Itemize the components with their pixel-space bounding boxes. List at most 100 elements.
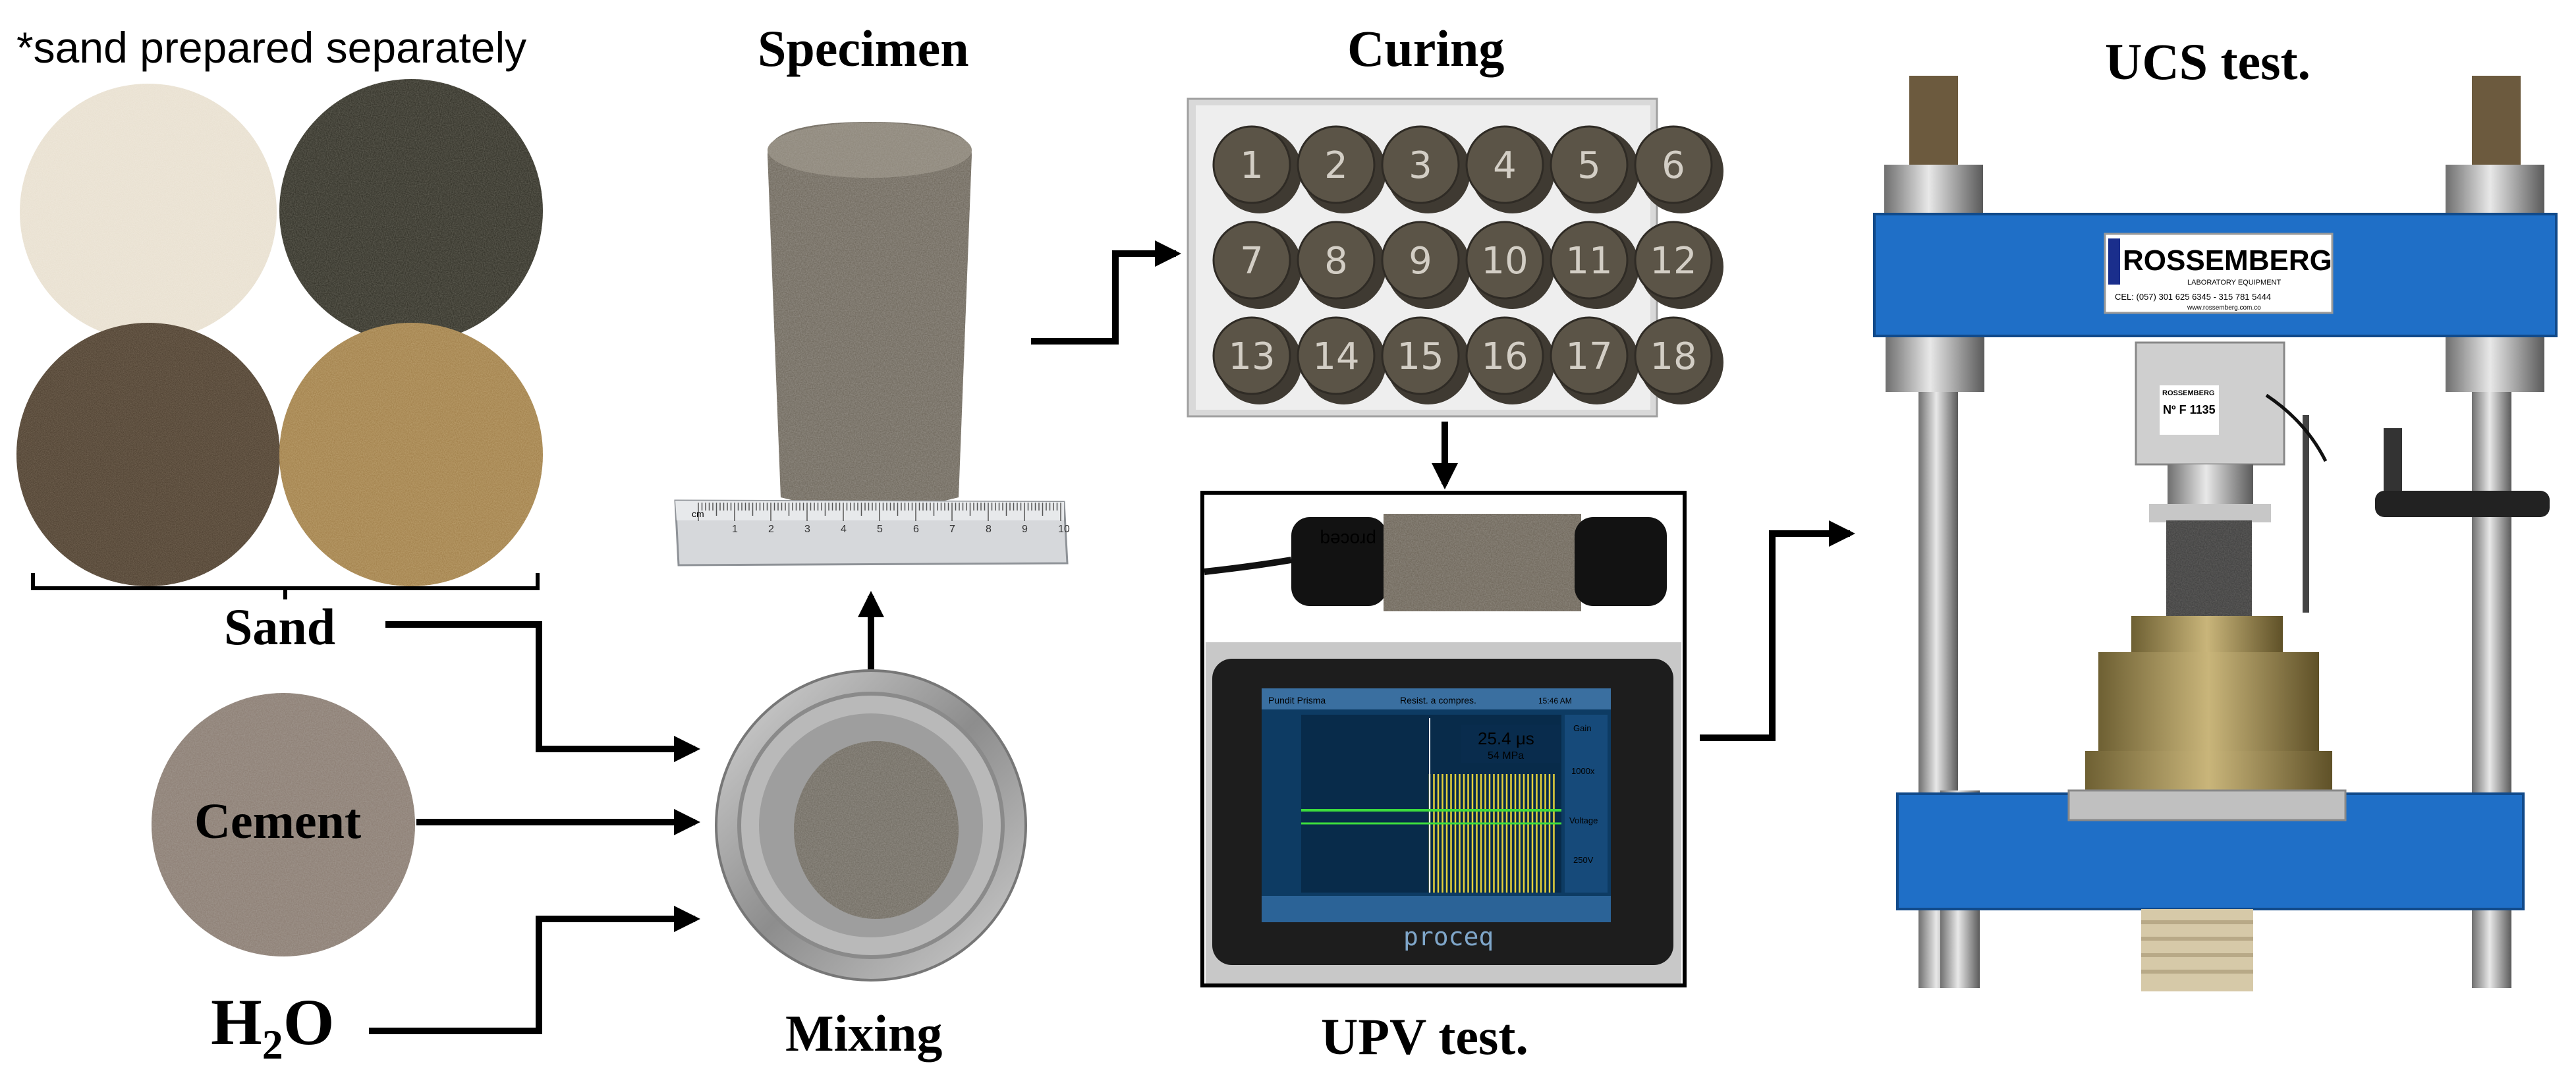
upv-device-brand: proceq	[1403, 922, 1494, 951]
arrow-upv-to-ucs	[1700, 520, 1855, 741]
sand-samples	[16, 79, 543, 586]
ruler-unit: cm	[692, 509, 704, 519]
ruler-number: 7	[949, 524, 955, 535]
curing-cylinder	[1212, 125, 1291, 204]
curing-cylinder	[1381, 221, 1460, 300]
curing-cylinder-number: 16	[1481, 335, 1528, 378]
upv-side-gain: Gain	[1573, 723, 1591, 733]
brand-name: ROSSEMBERG	[2123, 244, 2332, 277]
water-label: H2O	[211, 985, 335, 1068]
curing-label: Curing	[1347, 20, 1504, 77]
curing-cylinder-number: 18	[1650, 335, 1696, 378]
sand-sample-black	[279, 79, 543, 343]
curing-cylinder	[1297, 221, 1376, 300]
curing-cylinder	[1634, 316, 1713, 395]
upv-side-gain-value: 1000x	[1571, 766, 1595, 776]
mixing-label: Mixing	[785, 1005, 942, 1062]
curing-cylinder	[1381, 125, 1460, 204]
arrow-specimen-to-curing	[1031, 240, 1181, 345]
ruler-ticks: 1 2 3 4 5 6 7 8 9 10	[698, 503, 1070, 535]
upv-screen-clock: 15:46 AM	[1538, 696, 1572, 706]
ruler-number: 4	[841, 524, 847, 535]
load-cell-id: Nº F 1135	[2163, 403, 2216, 416]
upv-side-voltage: Voltage	[1569, 816, 1598, 825]
cement-sample	[152, 693, 415, 956]
curing-cylinder	[1297, 125, 1376, 204]
load-cell-brand: ROSSEMBERG	[2162, 389, 2214, 397]
sand-label: Sand	[224, 598, 335, 655]
water-label-o: O	[283, 985, 335, 1059]
curing-cylinder-number: 3	[1409, 144, 1432, 187]
curing-cylinder-number: 1	[1240, 144, 1264, 187]
arrow-water-to-mixing	[369, 906, 700, 1034]
curing-cylinder-number: 7	[1240, 240, 1264, 283]
brand-web: www.rossemberg.com.co	[2187, 304, 2261, 312]
arrow-sand-to-mixing	[385, 621, 700, 762]
curing-cylinder-number: 6	[1662, 144, 1685, 187]
curing-cylinder	[1550, 316, 1629, 395]
bronze-platen	[2098, 652, 2319, 754]
curing-cylinder	[1212, 221, 1291, 300]
mixing-bowl	[715, 669, 1027, 982]
curing-cylinder-number: 5	[1577, 144, 1601, 187]
specimen-label: Specimen	[758, 20, 969, 77]
sand-brace	[31, 573, 540, 599]
ruler-number: 6	[913, 524, 919, 535]
curing-cylinder	[1381, 316, 1460, 395]
ruler-number: 10	[1058, 524, 1070, 535]
water-label-sub: 2	[262, 1021, 283, 1068]
ruler-number: 9	[1022, 524, 1028, 535]
upv-waveform	[1428, 718, 1555, 893]
curing-cylinder	[1465, 316, 1544, 395]
upv-photo: proceq Pundit Prisma Resist. a compres. …	[1200, 491, 1687, 987]
cement-label: Cement	[194, 794, 361, 849]
water-label-h: H	[211, 985, 262, 1059]
ucs-label: UCS test.	[2105, 33, 2310, 90]
sand-sample-tan	[279, 323, 543, 586]
upv-reading-time: 25.4 μs	[1478, 729, 1534, 748]
curing-cylinder-number: 15	[1397, 335, 1443, 378]
curing-cylinder	[1550, 221, 1629, 300]
upv-probe-left	[1291, 517, 1387, 606]
ruler-number: 8	[986, 524, 992, 535]
curing-cylinder	[1634, 221, 1713, 300]
upv-label: UPV test.	[1321, 1008, 1528, 1065]
curing-cylinder-number: 2	[1324, 144, 1348, 187]
ruler-number: 5	[877, 524, 883, 535]
curing-cylinder-number: 8	[1324, 240, 1348, 283]
curing-cylinder-number: 14	[1312, 335, 1359, 378]
curing-cylinder-number: 17	[1565, 335, 1612, 378]
upv-screen-tab: Resist. a compres.	[1400, 695, 1476, 706]
curing-cylinder	[1465, 125, 1544, 204]
curing-cylinder	[1550, 125, 1629, 204]
curing-cylinder-number: 12	[1650, 240, 1696, 283]
curing-cylinder	[1297, 316, 1376, 395]
upv-probe-right	[1575, 517, 1667, 606]
curing-cylinder-number: 11	[1565, 240, 1612, 283]
upv-screen-title: Pundit Prisma	[1268, 695, 1326, 706]
sand-sample-light	[20, 84, 277, 341]
curing-cylinder-number: 10	[1481, 240, 1528, 283]
ruler-number: 2	[768, 524, 774, 535]
sand-sample-dark	[16, 323, 280, 586]
upv-reading-strength: 54 MPa	[1488, 750, 1524, 761]
curing-cylinder	[1212, 316, 1291, 395]
curing-cylinder	[1634, 125, 1713, 204]
curing-cylinder-number: 13	[1228, 335, 1275, 378]
specimen-cylinder	[768, 122, 972, 509]
sand-note: *sand prepared separately	[16, 23, 526, 72]
curing-cylinder	[1465, 221, 1544, 300]
ruler: 1 2 3 4 5 6 7 8 9 10 cm	[674, 499, 1070, 567]
flow-arrows	[369, 240, 1855, 1034]
upv-side-voltage-value: 250V	[1573, 855, 1594, 865]
curing-cylinder-number: 4	[1493, 144, 1517, 187]
upv-probe-brand: proceq	[1320, 530, 1376, 550]
brand-contact: CEL: (057) 301 625 6345 - 315 781 5444	[2115, 292, 2271, 302]
brand-sub: LABORATORY EQUIPMENT	[2187, 279, 2282, 287]
ruler-number: 1	[732, 524, 738, 535]
curing-cylinder-number: 9	[1409, 240, 1432, 283]
ruler-number: 3	[804, 524, 810, 535]
